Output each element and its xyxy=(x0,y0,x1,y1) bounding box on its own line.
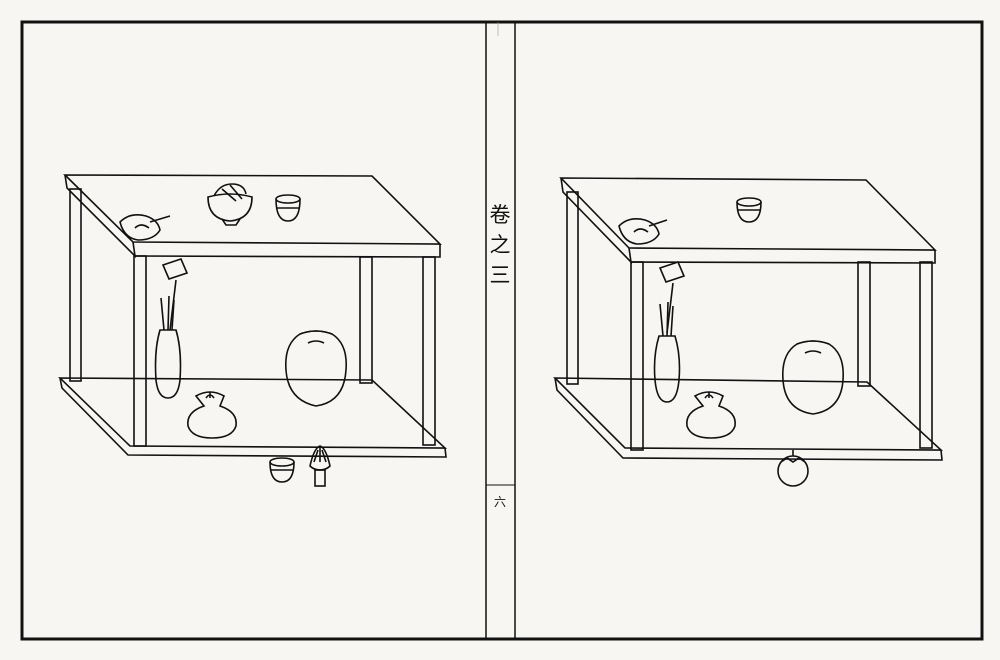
shelf-top-edge xyxy=(560,177,633,265)
page-number: 六 xyxy=(493,495,506,509)
shelf-top-front xyxy=(134,244,441,258)
hanging-ladle-icon xyxy=(161,258,189,331)
shelf-bottom-board xyxy=(553,377,944,451)
shelf-bottom-edge xyxy=(59,377,447,458)
volume-title-char-1: 之 xyxy=(489,233,511,257)
shelf-left xyxy=(58,174,448,487)
shelf-top-board xyxy=(63,174,442,245)
incense-holder-icon xyxy=(618,218,668,245)
leg-front-right xyxy=(422,256,436,446)
leg-back-left xyxy=(69,188,82,382)
small-cup-icon xyxy=(275,194,301,222)
round-fruit-icon xyxy=(777,450,809,487)
illustration-right xyxy=(515,0,985,660)
shelf-bottom-board xyxy=(58,377,448,449)
volume-title: 卷之三 xyxy=(487,200,513,290)
tea-caddy-bowl-icon xyxy=(207,183,253,226)
small-cup-icon xyxy=(736,197,762,223)
cup-icon xyxy=(269,457,295,483)
leg-back-left xyxy=(566,191,579,385)
illustration-left xyxy=(0,0,486,660)
shelf-top-edge xyxy=(64,174,137,259)
leg-front-left xyxy=(133,255,147,447)
leg-front-right xyxy=(919,261,933,449)
shelf-bottom-edge xyxy=(554,377,943,461)
lidded-pot-icon xyxy=(686,391,736,439)
leg-back-right xyxy=(857,261,871,387)
water-jar-icon xyxy=(284,330,348,407)
shelf-right xyxy=(553,177,944,487)
lidded-pot-icon xyxy=(187,391,237,439)
leg-back-right xyxy=(359,256,373,384)
shelf-top-front xyxy=(630,250,936,264)
leg-front-left xyxy=(630,261,644,451)
outer-border xyxy=(20,20,984,641)
water-jar-icon xyxy=(781,340,845,415)
shelf-top-board xyxy=(559,177,937,251)
flower-vase-icon xyxy=(653,301,681,403)
flower-vase-icon xyxy=(154,295,182,399)
volume-title-char-2: 三 xyxy=(489,263,511,287)
incense-holder-icon xyxy=(119,214,171,241)
volume-title-text: 卷之三 xyxy=(487,200,513,290)
volume-title-char-0: 卷 xyxy=(489,203,511,227)
tea-whisk-icon xyxy=(309,445,331,487)
